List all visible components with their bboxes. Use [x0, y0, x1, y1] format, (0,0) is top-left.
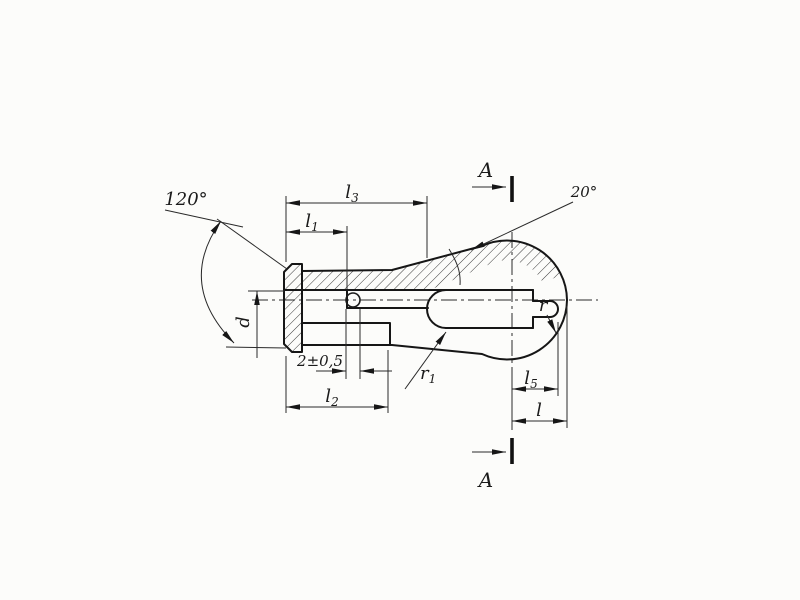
flange-angle-dimension: 120° — [164, 189, 288, 349]
taper-leader — [470, 201, 574, 251]
label-angle-120: 120° — [164, 189, 207, 210]
body-mid-edge — [301, 322, 391, 346]
part-geometry — [283, 239, 568, 361]
label-l2: l2 — [325, 386, 338, 409]
label-angle-20: 20° — [570, 183, 598, 201]
flange-outline — [283, 263, 303, 353]
taper-angle-dimension: 20° — [448, 183, 598, 286]
narrow-slot-end-radius — [549, 300, 559, 318]
section-marks: A A — [472, 158, 514, 492]
label-r: r — [539, 295, 549, 316]
hatch-flange — [284, 264, 302, 352]
cross-hole — [345, 292, 361, 308]
hatch-upper-wall — [302, 240, 561, 290]
label-section-a-bottom: A — [477, 468, 493, 492]
leader-r1 — [404, 331, 447, 390]
chamfer-extension-bottom — [225, 346, 287, 349]
hatching — [284, 240, 561, 352]
label-section-a-top: A — [477, 158, 493, 182]
upper-outer-profile — [301, 239, 568, 301]
label-l: l — [536, 400, 542, 421]
lower-outer-profile — [301, 299, 568, 361]
label-l3: l3 — [345, 182, 359, 205]
label-tolerance: 2±0,5 — [296, 352, 343, 370]
label-d: d — [233, 316, 254, 328]
dimensions: l3 l1 l2 l5 l r1 r 2±0,5 d — [233, 182, 568, 430]
centerlines — [252, 232, 598, 372]
label-r1: r1 — [420, 363, 436, 386]
angle-leader — [164, 209, 244, 228]
label-l1: l1 — [305, 211, 318, 234]
taper-angle-arc — [448, 248, 461, 286]
label-l5: l5 — [524, 368, 537, 391]
angle-arc — [200, 220, 235, 344]
leader-r — [546, 314, 557, 334]
